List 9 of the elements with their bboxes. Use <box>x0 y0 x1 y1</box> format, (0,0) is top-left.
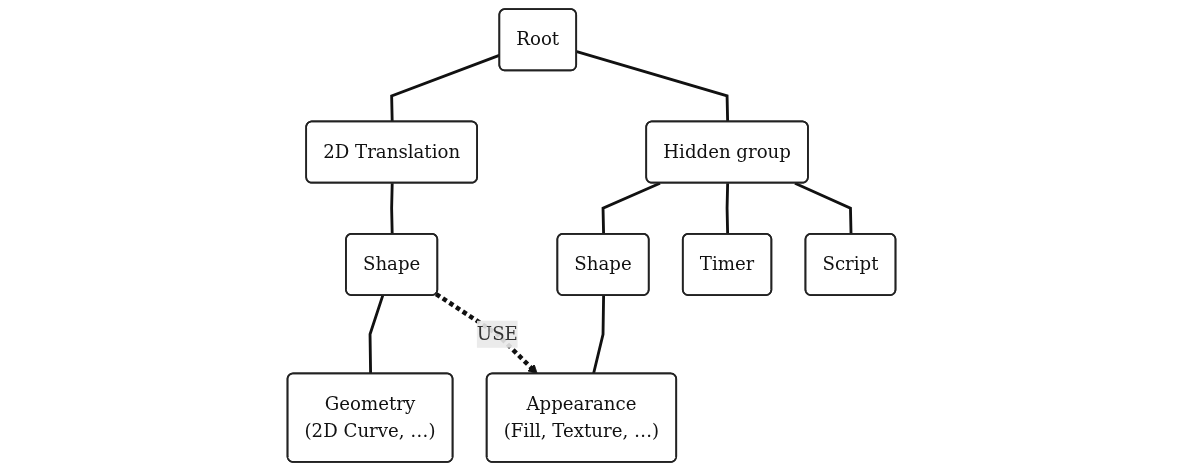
connector <box>725 183 730 235</box>
connector <box>576 50 730 123</box>
edge-label: USE <box>476 322 518 345</box>
connector <box>794 182 853 235</box>
arrow <box>434 292 538 375</box>
connector <box>592 295 605 375</box>
connector <box>390 183 394 235</box>
connector <box>368 295 385 374</box>
connector <box>601 182 661 235</box>
